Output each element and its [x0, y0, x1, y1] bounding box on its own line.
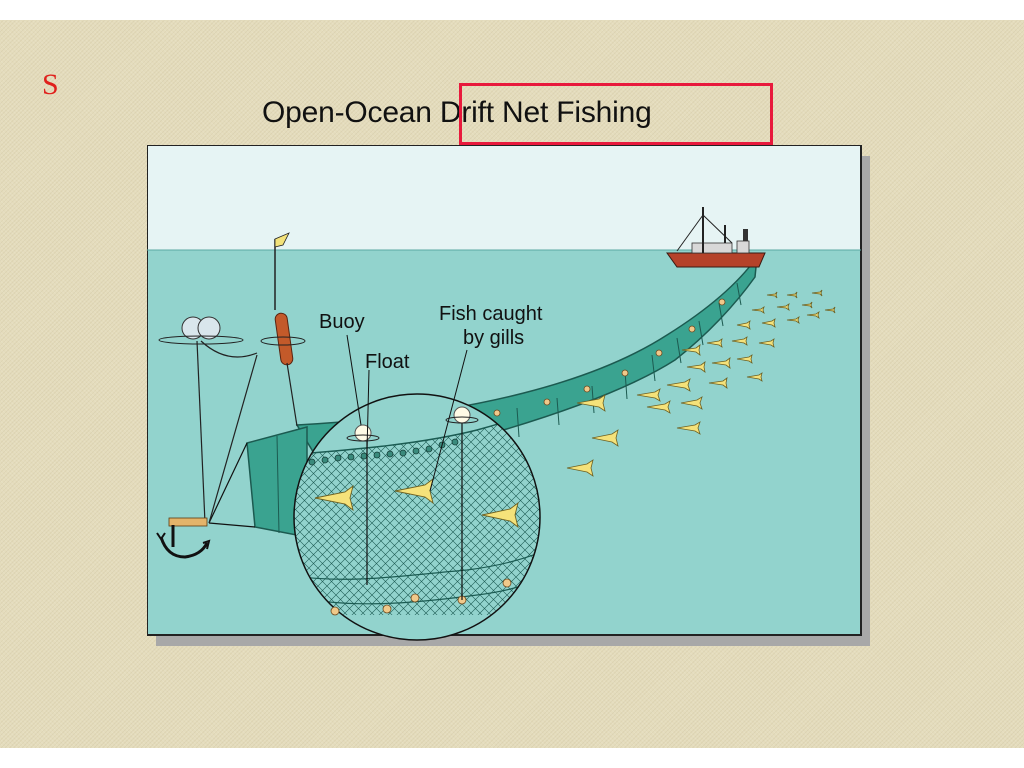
float-label: Float	[365, 351, 410, 373]
fish-label-line1: Fish caught	[439, 303, 543, 325]
buoy-leader-line	[346, 334, 362, 426]
float-leader-line	[366, 369, 370, 452]
fish-school	[566, 289, 836, 477]
buoy-label: Buoy	[319, 311, 365, 333]
fish-leader-line	[429, 349, 468, 492]
marker-buoy	[260, 232, 306, 427]
slide-background: S Open-Ocean Drift Net Fishing	[0, 20, 1024, 748]
figure-title: Open-Ocean Drift Net Fishing	[262, 96, 652, 129]
panel-border	[147, 145, 862, 636]
anchor-icon	[156, 517, 211, 559]
ball-buoys	[158, 316, 258, 524]
corner-letter: S	[42, 68, 59, 101]
fish-label-line2: by gills	[463, 327, 524, 349]
highlight-box	[459, 83, 773, 145]
drift-net-diagram: Buoy Float Fish caught by gills	[147, 145, 870, 646]
sky	[147, 145, 861, 250]
fishing-ship	[666, 207, 766, 268]
